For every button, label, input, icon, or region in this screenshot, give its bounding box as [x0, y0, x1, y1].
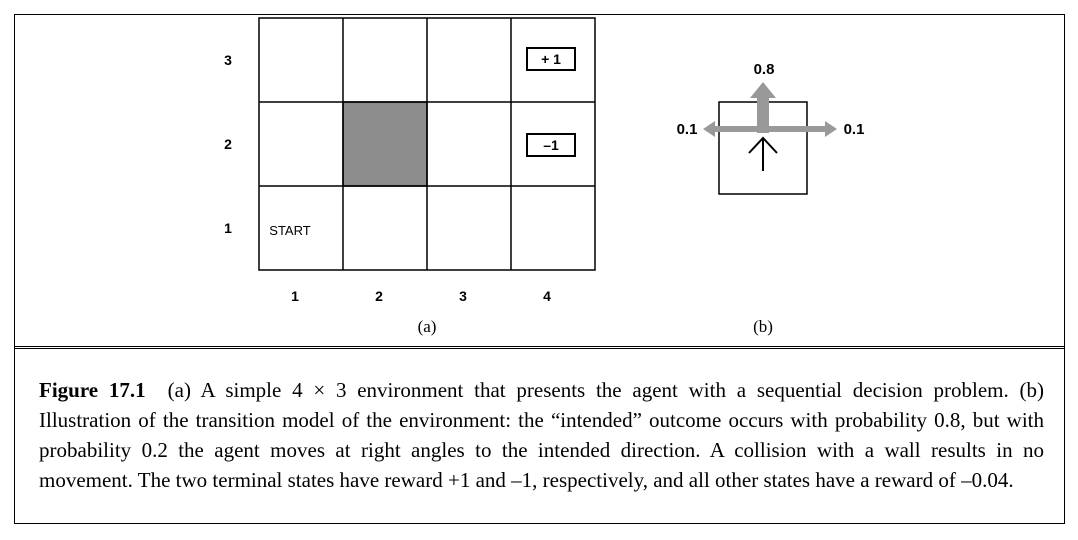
minus-reward-box [526, 133, 576, 157]
sideways-arrow [703, 121, 837, 137]
figure-panels: + 1 –1 START 3 2 1 1 2 3 4 (a) [15, 15, 1064, 343]
col-label-2: 2 [375, 288, 383, 304]
prob-right-label: 0.1 [844, 121, 865, 138]
row-label-3: 3 [224, 52, 232, 68]
figure-frame: + 1 –1 START 3 2 1 1 2 3 4 (a) [14, 14, 1065, 524]
figure-label: Figure 17.1 [39, 378, 146, 402]
row-label-2: 2 [224, 136, 232, 152]
col-label-1: 1 [291, 288, 299, 304]
start-label: START [269, 223, 310, 238]
row-label-1: 1 [224, 220, 232, 236]
minus-reward-label: –1 [543, 137, 559, 153]
prob-left-label: 0.1 [677, 121, 698, 138]
plus-reward-box [526, 47, 576, 71]
plus-reward-label: + 1 [541, 51, 561, 67]
frame-divider [15, 346, 1064, 349]
grid-world: + 1 –1 START 3 2 1 1 2 3 4 (a) [224, 17, 596, 336]
col-label-3: 3 [459, 288, 467, 304]
col-label-4: 4 [543, 288, 551, 304]
forward-arrow [750, 82, 776, 133]
panel-b-sublabel: (b) [753, 317, 773, 336]
diagram-canvas: + 1 –1 START 3 2 1 1 2 3 4 (a) [224, 17, 865, 336]
prob-forward-label: 0.8 [754, 61, 775, 78]
intended-arrowhead [748, 136, 778, 154]
caption-text: (a) A simple 4 × 3 environment that pres… [39, 378, 1044, 492]
figure-caption: Figure 17.1(a) A simple 4 × 3 environmen… [39, 375, 1044, 495]
panel-a-sublabel: (a) [418, 317, 437, 336]
obstacle-cell [342, 101, 428, 187]
transition-model: 0.8 0.1 0.1 (b) [677, 61, 865, 336]
